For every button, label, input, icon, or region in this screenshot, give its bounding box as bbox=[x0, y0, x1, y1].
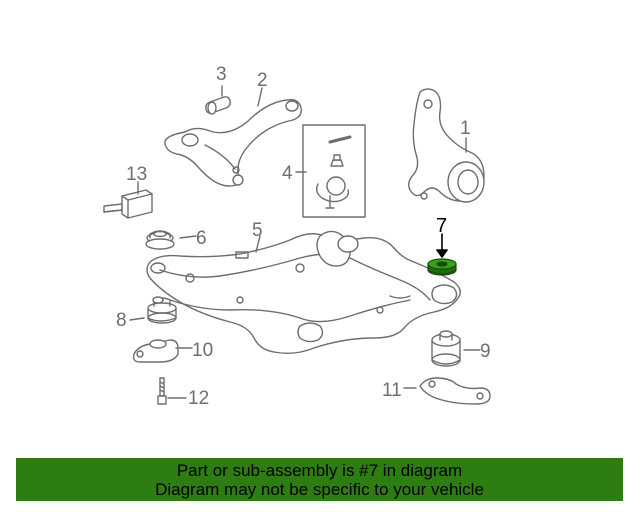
part-4-ball-joint-kit bbox=[302, 124, 366, 218]
part-2-lower-control-arm bbox=[164, 98, 303, 187]
callout-8: 8 bbox=[116, 310, 127, 331]
callout-10: 10 bbox=[192, 340, 213, 361]
banner-line-1: Part or sub-assembly is #7 in diagram bbox=[176, 461, 463, 480]
part-9-bushing bbox=[431, 330, 461, 367]
info-banner: Part or sub-assembly is #7 in diagram Di… bbox=[16, 458, 623, 501]
callout-9: 9 bbox=[480, 341, 491, 362]
leader-lines bbox=[129, 85, 481, 399]
banner-line-2: Diagram may not be specific to your vehi… bbox=[155, 480, 484, 499]
callout-3: 3 bbox=[216, 64, 227, 85]
callout-13: 13 bbox=[126, 164, 147, 185]
part-3-bushing-pin bbox=[205, 96, 231, 115]
callout-11: 11 bbox=[382, 380, 402, 401]
part-5-crossmember bbox=[146, 230, 461, 355]
part-8-mount bbox=[147, 296, 177, 324]
callout-7: 7 bbox=[436, 215, 447, 237]
callout-5: 5 bbox=[252, 220, 263, 241]
part-13-bracket bbox=[103, 189, 153, 219]
part-10-bracket-mount bbox=[132, 339, 179, 363]
callout-6: 6 bbox=[196, 228, 207, 249]
part-11-bracket bbox=[419, 377, 491, 405]
part-7-insulator-highlighted bbox=[427, 258, 457, 276]
callout-12: 12 bbox=[188, 388, 209, 409]
part-1-steering-knuckle bbox=[407, 88, 485, 203]
leader-line-7 bbox=[436, 233, 448, 258]
callout-1: 1 bbox=[460, 118, 471, 139]
callout-4: 4 bbox=[282, 163, 293, 184]
part-12-bolt bbox=[157, 377, 167, 405]
callout-2: 2 bbox=[257, 70, 268, 91]
part-6-mount-bushing bbox=[145, 230, 175, 250]
parts-diagram: 3 2 1 4 13 5 6 7 8 10 9 11 12 bbox=[103, 64, 491, 409]
